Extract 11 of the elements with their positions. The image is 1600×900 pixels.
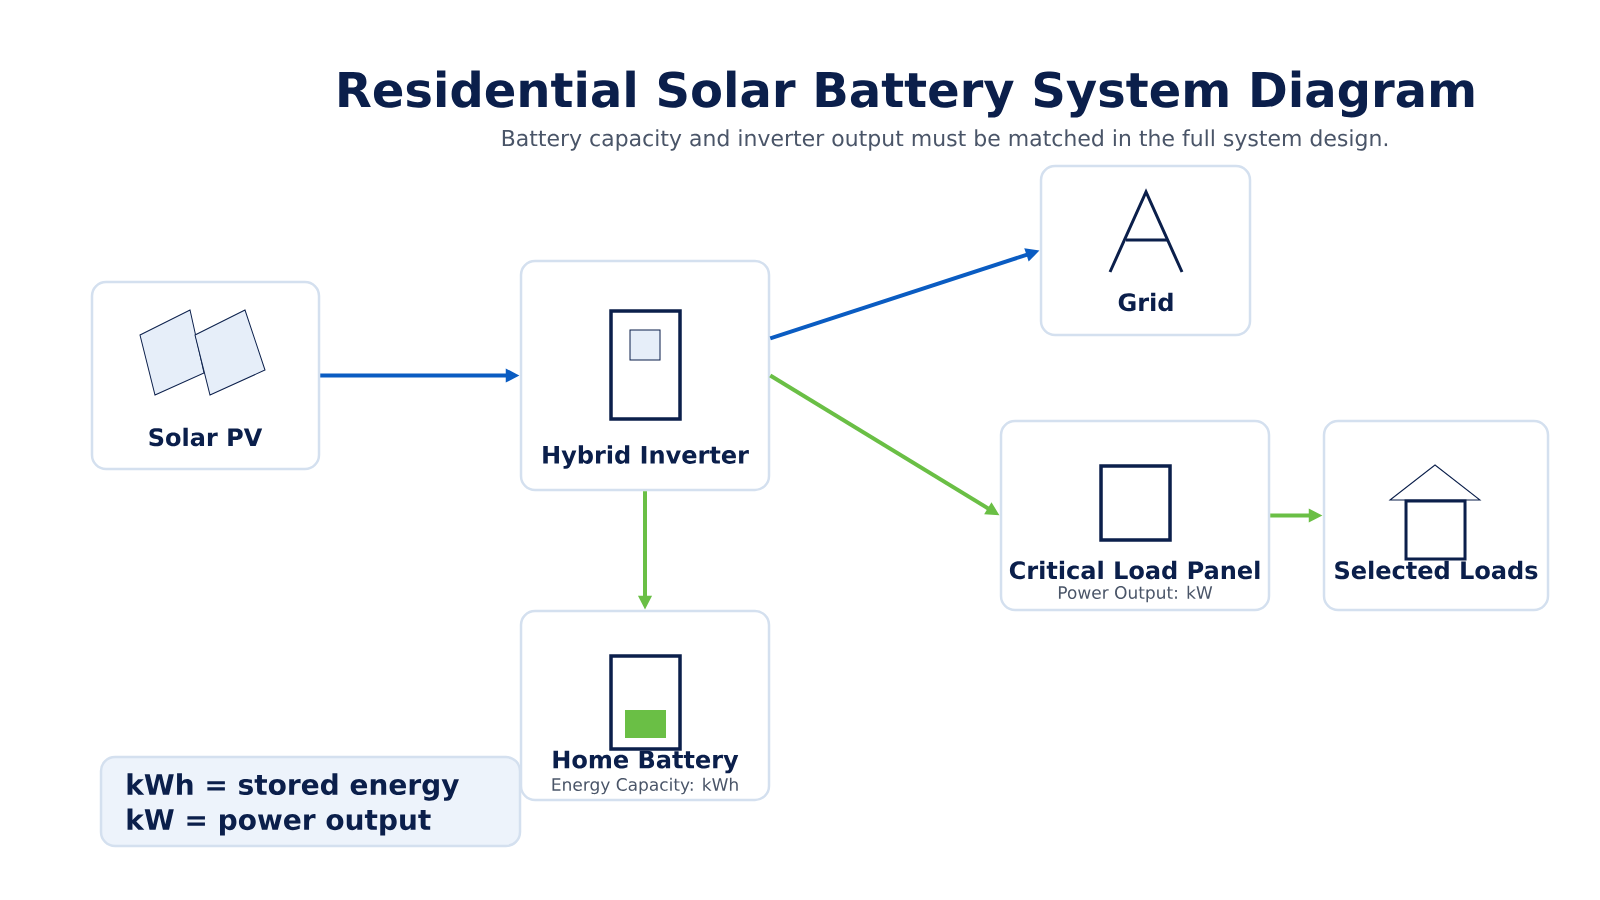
component-label: Critical Load Panel bbox=[1009, 560, 1260, 580]
component-note: Energy Capacity: kWh bbox=[552, 777, 738, 795]
component-label: Solar PV bbox=[149, 427, 263, 447]
component-label: Grid bbox=[1118, 292, 1173, 312]
component-note: Power Output: kW bbox=[1058, 585, 1213, 603]
component-label: Home Battery bbox=[553, 750, 739, 774]
note-text: kW = power output bbox=[127, 808, 431, 836]
note-text: kWh = stored energy bbox=[127, 773, 459, 801]
title: Residential Solar Battery System Diagram bbox=[339, 70, 1474, 118]
component-label: Selected Loads bbox=[1335, 560, 1538, 580]
component-label: Hybrid Inverter bbox=[543, 445, 749, 469]
